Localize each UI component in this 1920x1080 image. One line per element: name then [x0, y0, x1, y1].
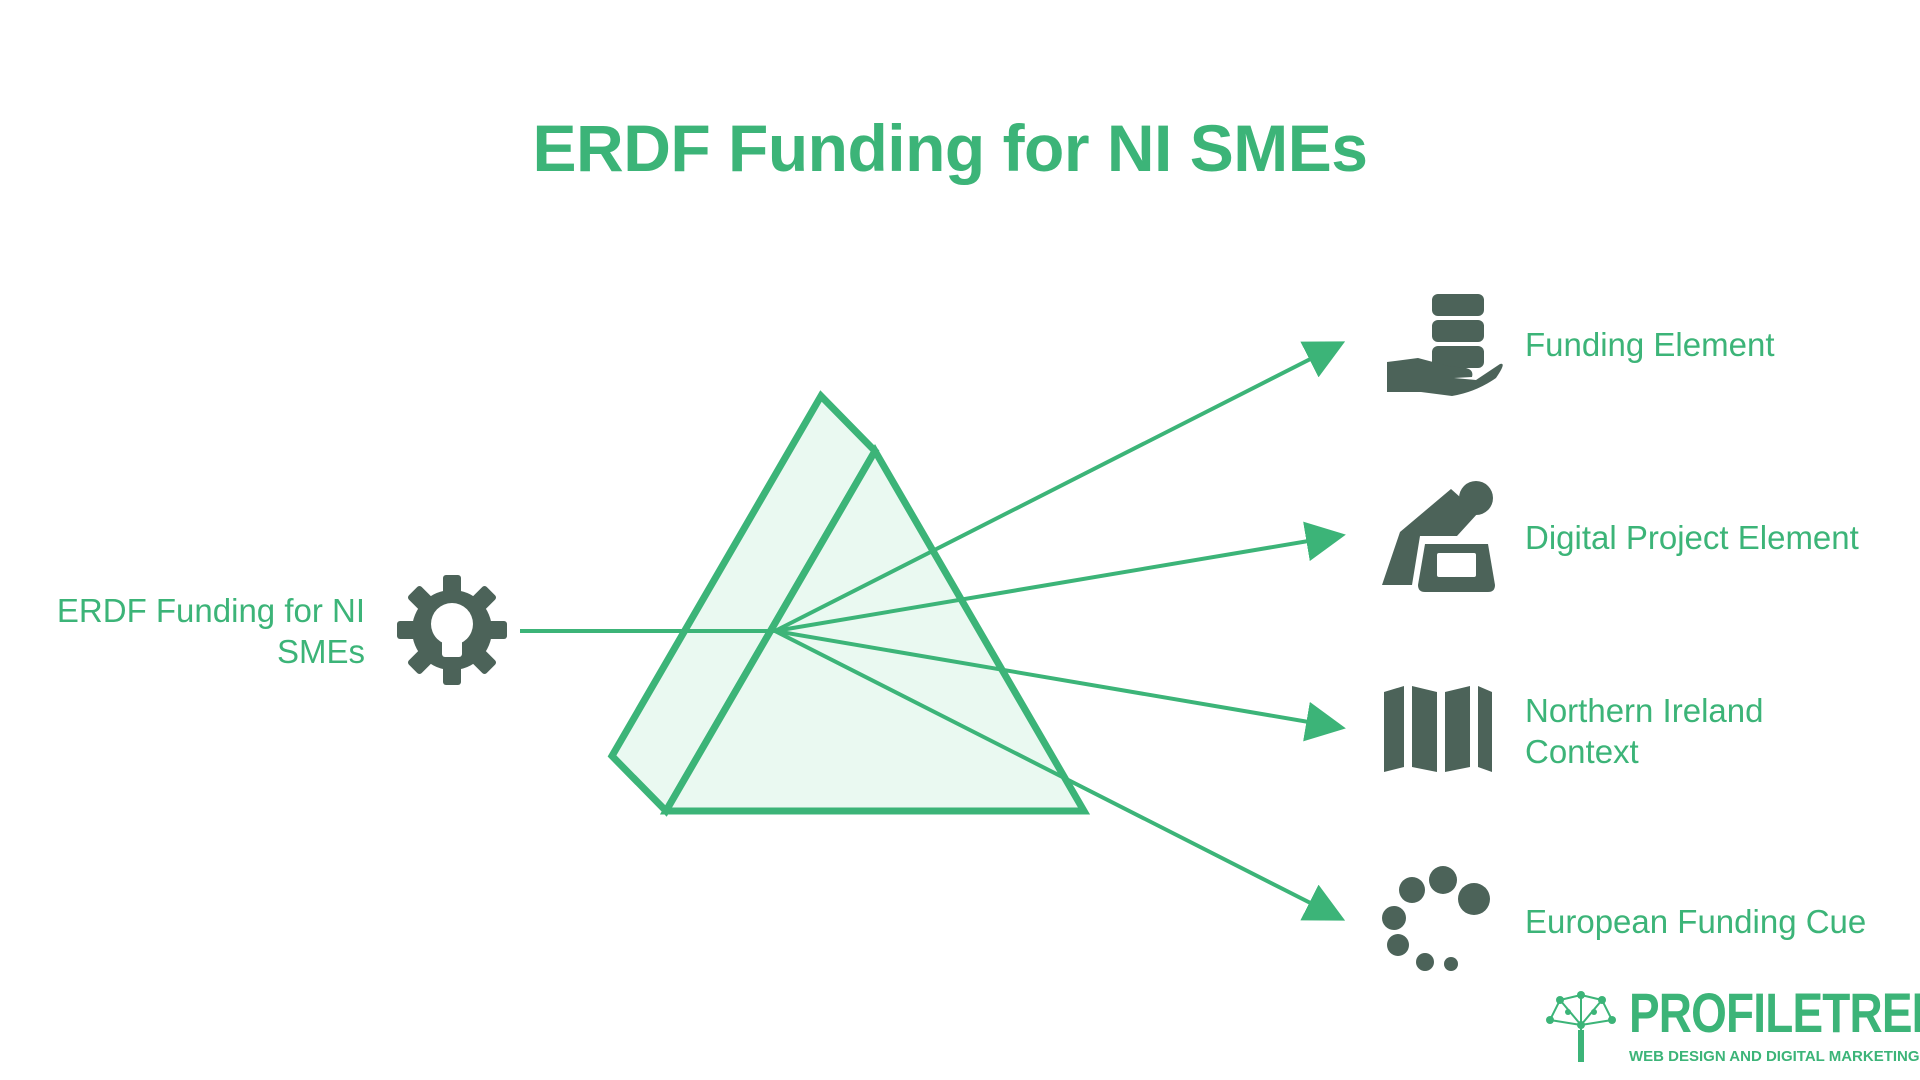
- folded-map-icon: [1384, 686, 1492, 772]
- output-label-digital-project: Digital Project Element: [1525, 519, 1859, 556]
- output-beam-2: [774, 521, 1346, 633]
- output-beam-3: [774, 629, 1346, 742]
- output-label-northern-ireland: Northern Ireland Context: [1525, 692, 1764, 770]
- output-label-funding: Funding Element: [1525, 326, 1775, 363]
- dots-spinner-icon: [1382, 866, 1490, 971]
- gear-lightbulb-icon: [397, 575, 507, 685]
- prism: [607, 390, 1091, 817]
- logo-tagline: WEB DESIGN AND DIGITAL MARKETING: [1629, 1048, 1920, 1065]
- page-title: ERDF Funding for NI SMEs: [532, 111, 1368, 185]
- profiletree-logo-icon: [1546, 991, 1616, 1062]
- input-label: ERDF Funding for NI SMEs: [56, 592, 365, 670]
- output-beam-4: [774, 629, 1346, 921]
- logo-wordmark: PROFILETREE: [1629, 981, 1920, 1044]
- hand-coins-icon: [1387, 294, 1503, 396]
- laptop-pen-icon: [1382, 481, 1495, 592]
- output-beam-1: [774, 341, 1346, 633]
- output-label-european-funding: European Funding Cue: [1525, 903, 1867, 940]
